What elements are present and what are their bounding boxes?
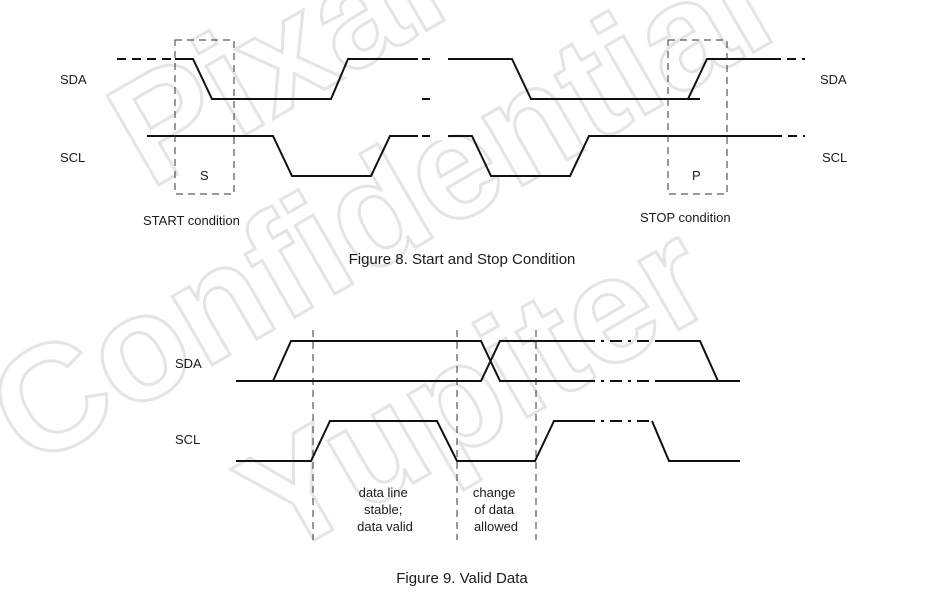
fig9-sda-label: SDA bbox=[175, 356, 202, 371]
change-note: change of data allowed bbox=[473, 485, 519, 534]
start-box-letter: S bbox=[200, 168, 209, 183]
stable-note-line-1: data line bbox=[359, 485, 408, 500]
stable-note-line-3: data valid bbox=[357, 519, 413, 534]
figure-8: SDA SDA SCL SCL S P START condition STOP… bbox=[60, 39, 847, 268]
fig9-sda-trace-a bbox=[236, 340, 583, 382]
fig8-sda-label-right: SDA bbox=[820, 72, 847, 87]
change-note-line-3: allowed bbox=[474, 519, 518, 534]
fig9-scl-waveform bbox=[236, 420, 583, 462]
start-condition-box bbox=[174, 39, 235, 195]
start-condition-label: START condition bbox=[143, 213, 240, 228]
fig8-sda-low-break-gap bbox=[418, 95, 448, 103]
fig8-sda-break-gap bbox=[418, 55, 448, 63]
figure-9-caption: Figure 9. Valid Data bbox=[396, 570, 528, 587]
stable-note: data line stable; data valid bbox=[357, 485, 413, 534]
fig8-sda-label-left: SDA bbox=[60, 72, 87, 87]
fig8-scl-break-gap bbox=[418, 132, 448, 140]
change-note-line-1: change bbox=[473, 485, 516, 500]
stop-condition-label: STOP condition bbox=[640, 210, 731, 225]
fig8-scl-label-right: SCL bbox=[822, 150, 847, 165]
stable-note-line-2: stable; bbox=[364, 502, 402, 517]
change-note-line-2: of data bbox=[474, 502, 515, 517]
figure-8-caption: Figure 8. Start and Stop Condition bbox=[349, 251, 576, 268]
fig8-scl-label-left: SCL bbox=[60, 150, 85, 165]
figure-9: SDA SCL data line stable; data valid cha… bbox=[175, 330, 740, 587]
stop-condition-box bbox=[667, 39, 728, 195]
fig9-sda-trace-b bbox=[273, 340, 583, 382]
stop-box-letter: P bbox=[692, 168, 701, 183]
fig9-scl-tail bbox=[651, 420, 740, 462]
fig9-sda-tail bbox=[655, 340, 740, 382]
fig9-scl-label: SCL bbox=[175, 432, 200, 447]
